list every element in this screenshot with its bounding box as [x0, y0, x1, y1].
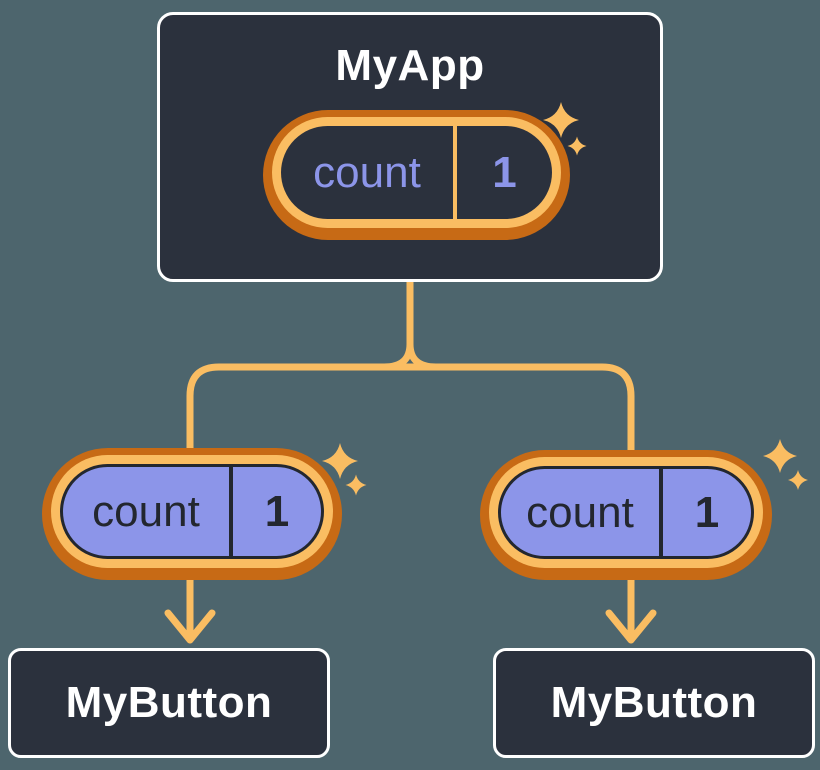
pill-divider [229, 467, 233, 556]
sparkle-icon [763, 439, 808, 490]
prop-pill-right: count 1 [480, 450, 772, 580]
branch-rail [186, 363, 635, 640]
node-title: MyButton [65, 678, 273, 727]
state-name: count [313, 147, 421, 197]
arrow-down-icon [164, 609, 216, 644]
state-value: 1 [492, 147, 517, 197]
pill-ring: count 1 [272, 117, 561, 228]
mybutton-node-right: MyButton [493, 648, 815, 758]
prop-name: count [526, 487, 634, 537]
pill-ring: count 1 [489, 457, 763, 568]
sparkle-icon [322, 443, 367, 496]
node-title: MyApp [335, 41, 485, 90]
pill-divider [659, 469, 663, 556]
arrow-down-icon [605, 609, 657, 644]
pill-divider [453, 126, 457, 219]
prop-pill-left: count 1 [42, 448, 342, 580]
prop-value: 1 [694, 487, 720, 537]
mybutton-node-left: MyButton [8, 648, 330, 758]
pill-ring: count 1 [51, 455, 333, 568]
prop-name: count [92, 486, 200, 536]
node-title: MyButton [550, 678, 758, 727]
sparkle-icon [543, 102, 587, 156]
prop-value: 1 [264, 486, 290, 536]
state-pill-root: count 1 [263, 110, 570, 240]
